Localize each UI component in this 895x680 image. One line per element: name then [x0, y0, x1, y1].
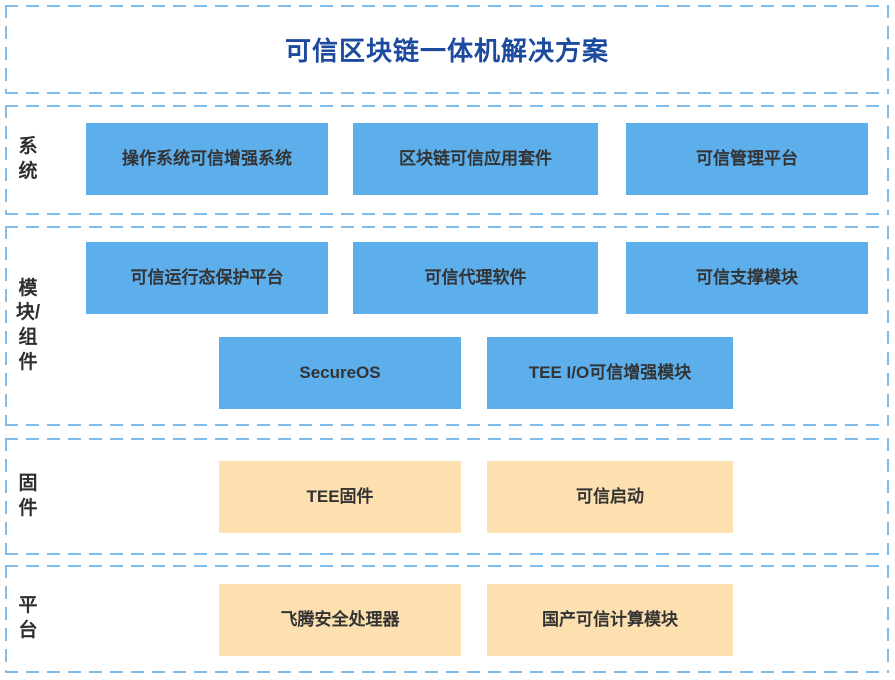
- section-firmware: 固件 TEE固件 可信启动: [5, 438, 889, 555]
- diagram-title: 可信区块链一体机解决方案: [284, 36, 609, 66]
- section-module-component-label: 模块/组件: [15, 277, 41, 373]
- title-panel: 可信区块链一体机解决方案: [5, 5, 889, 94]
- box-trusted-runtime-protection-platform: 可信运行态保护平台: [86, 242, 328, 314]
- box-os-trust-enhanced-system: 操作系统可信增强系统: [86, 123, 328, 195]
- section-system: 系统 操作系统可信增强系统 区块链可信应用套件 可信管理平台: [5, 105, 889, 215]
- box-trusted-boot: 可信启动: [487, 461, 733, 533]
- box-trusted-support-module: 可信支撑模块: [626, 242, 868, 314]
- box-trusted-agent-software: 可信代理软件: [353, 242, 598, 314]
- box-tee-firmware: TEE固件: [219, 461, 461, 533]
- section-platform-label: 平台: [18, 595, 38, 641]
- section-platform: 平台 飞腾安全处理器 国产可信计算模块: [5, 565, 889, 673]
- box-tee-io-trust-enhanced-module: TEE I/O可信增强模块: [487, 337, 733, 409]
- section-module-component: 模块/组件 可信运行态保护平台 可信代理软件 可信支撑模块 SecureOS T…: [5, 226, 889, 426]
- section-system-label: 系统: [18, 136, 38, 182]
- box-blockchain-trusted-app-suite: 区块链可信应用套件: [353, 123, 598, 195]
- box-secureos: SecureOS: [219, 337, 461, 409]
- box-domestic-trusted-computing-module: 国产可信计算模块: [487, 584, 733, 656]
- box-trusted-management-platform: 可信管理平台: [626, 123, 868, 195]
- box-phytium-security-processor: 飞腾安全处理器: [219, 584, 461, 656]
- section-firmware-label: 固件: [18, 472, 38, 519]
